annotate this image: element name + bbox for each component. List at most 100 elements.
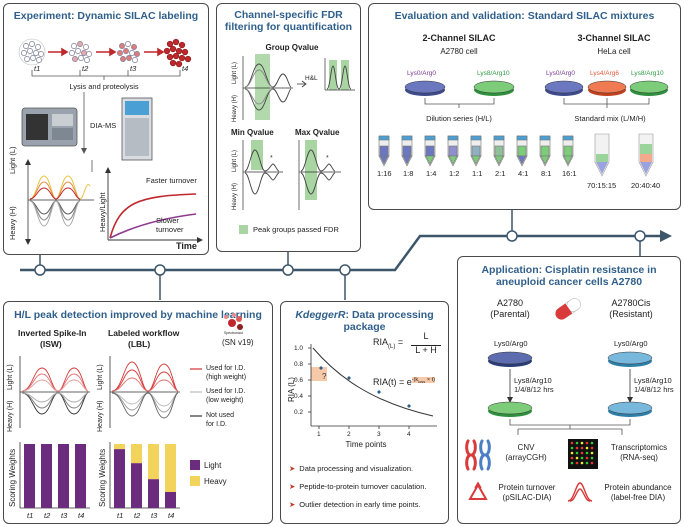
dilution-series-label: Dilution series (H/L) bbox=[426, 114, 492, 123]
chromosome-icon bbox=[465, 439, 491, 471]
ratio-axis-label: Heavy/Light bbox=[98, 192, 107, 232]
recycle-icon bbox=[468, 481, 488, 500]
fdr-title-line1: Channel-specific FDR bbox=[234, 9, 343, 21]
legend-low-weight-1: Used for I.D. bbox=[206, 388, 246, 395]
legend-not-used-2: for I.D. bbox=[206, 421, 228, 428]
ratio-label: 2:1 bbox=[495, 169, 506, 178]
timeline-node bbox=[339, 264, 351, 276]
lbl-light-bar bbox=[165, 492, 176, 508]
fdr-peaks: * * bbox=[239, 54, 355, 234]
ria-y-tick: 0.2 bbox=[294, 409, 304, 416]
timeline-node bbox=[154, 264, 166, 276]
time-label-t2: t2 bbox=[82, 64, 89, 73]
cnv-sub: (arrayCGH) bbox=[505, 453, 547, 462]
lys4-label-3ch: Lys4/Arg6 bbox=[590, 70, 620, 77]
lbl-time-label: t2 bbox=[134, 511, 141, 520]
ratio-label: 1:2 bbox=[449, 169, 460, 178]
lbl-light-bar bbox=[131, 463, 142, 508]
isw-label: Inverted Spike-In bbox=[18, 328, 87, 338]
ria-x-tick: 4 bbox=[407, 431, 411, 438]
ratio-label: 16:1 bbox=[562, 169, 577, 178]
hrs-label: 1/4/8/12 hrs bbox=[514, 385, 554, 394]
ria-eq-denominator: L + H bbox=[411, 345, 441, 355]
max-qvalue-label: Max Qvalue bbox=[295, 128, 340, 137]
legend-light-swatch bbox=[190, 460, 200, 470]
timeline-node bbox=[506, 230, 518, 242]
ml-xic-plots bbox=[19, 356, 202, 428]
bullet-arrow-icon: ➤ bbox=[289, 500, 296, 509]
cisplatin-pill-icon bbox=[555, 298, 581, 320]
lys0-label: Lys0/Arg0 bbox=[494, 339, 528, 348]
ria-y-tick: 0.6 bbox=[294, 377, 304, 384]
ria-xlabel: Time points bbox=[345, 440, 387, 449]
bullet-arrow-icon: ➤ bbox=[289, 464, 296, 473]
panel-kdeggerr: KdeggerR: Data processing package RIA(L)… bbox=[280, 301, 449, 524]
legend-heavy-swatch bbox=[190, 476, 200, 486]
xic-plot bbox=[25, 159, 94, 245]
isw-time-label: t1 bbox=[27, 511, 34, 520]
lbl-heavy-bar bbox=[131, 444, 142, 464]
culture-dishes bbox=[378, 80, 669, 177]
transcriptomics-sub: (RNA-seq) bbox=[620, 453, 658, 462]
lys8-label-3ch: Lys8/Arg10 bbox=[631, 70, 664, 77]
three-channel-label: 3-Channel SILAC bbox=[577, 33, 651, 43]
isw-time-label: t4 bbox=[78, 511, 85, 520]
kdeggerr-title: KdeggerR: Data processing package bbox=[281, 309, 448, 333]
turnover-plot bbox=[105, 167, 203, 243]
mix-ratio-label: 20:40:40 bbox=[631, 181, 661, 190]
protein-abundance-sub: (label-free DIA) bbox=[610, 493, 666, 502]
hl-label: H&L bbox=[305, 75, 318, 82]
lbl-light-bar bbox=[148, 479, 159, 508]
isw-light-bar bbox=[75, 444, 86, 508]
ria-x-tick: 1 bbox=[317, 431, 321, 438]
cell-clusters bbox=[18, 38, 192, 80]
resistant-label: (Resistant) bbox=[609, 309, 653, 319]
panel-evaluation: Evaluation and validation: Standard SILA… bbox=[368, 3, 681, 210]
lys8-label-2ch: Lys8/Arg10 bbox=[477, 70, 510, 77]
ratio-label: 1:8 bbox=[403, 169, 414, 178]
isw-light-bar bbox=[24, 444, 35, 508]
standard-mix-tubes bbox=[594, 133, 654, 177]
bullet-arrow-icon: ➤ bbox=[289, 482, 296, 491]
kdeggerr-name: KdeggerR bbox=[295, 309, 346, 321]
dia-ms-label: DIA-MS bbox=[90, 121, 117, 130]
lbl-time-label: t1 bbox=[117, 511, 124, 520]
isw-time-label: t3 bbox=[61, 511, 68, 520]
lbl-time-label: t4 bbox=[168, 511, 175, 520]
ria-y-tick: 0.8 bbox=[294, 361, 304, 368]
legend-high-weight-1: Used for I.D. bbox=[206, 365, 246, 372]
lys0-label: Lys0/Arg0 bbox=[614, 339, 648, 348]
ratio-label: 1:1 bbox=[472, 169, 483, 178]
legend-high-weight-2: (high weight) bbox=[206, 374, 247, 381]
mass-spec-instrument bbox=[21, 92, 153, 161]
application-title-line1: Application: Cisplatin resistance in bbox=[481, 264, 657, 276]
ria-eq-lhs-text: RIA bbox=[373, 337, 389, 347]
hrs-label: 1/4/8/12 hrs bbox=[634, 385, 674, 394]
ria-plot bbox=[308, 344, 437, 429]
bullet-item: ➤Data processing and visualization. bbox=[289, 464, 414, 473]
ratio-label: 4:1 bbox=[518, 169, 529, 178]
a2780cis-label: A2780Cis bbox=[611, 298, 651, 308]
timeline-line bbox=[20, 234, 660, 272]
ria-y-tick: 1.0 bbox=[294, 345, 304, 352]
a2780-label: A2780 bbox=[496, 298, 524, 308]
a2780-cell-label: A2780 cell bbox=[440, 47, 478, 56]
hela-cell-label: HeLa cell bbox=[597, 47, 631, 56]
time-label-t3: t3 bbox=[130, 64, 137, 73]
faster-turnover-label: Faster turnover bbox=[146, 176, 197, 185]
abundance-peak-icon bbox=[567, 482, 593, 502]
lbl-heavy-bar bbox=[165, 444, 176, 492]
experiment-title: Experiment: Dynamic SILAC labeling bbox=[13, 10, 199, 22]
panel-application: Application: Cisplatin resistance in ane… bbox=[457, 256, 681, 524]
isw-time-label: t2 bbox=[44, 511, 51, 520]
timeline-arrowhead bbox=[660, 230, 672, 242]
bullet-item: ➤Peptide-to-protein turnover caculation. bbox=[289, 482, 427, 491]
lys8-label: Lys8/Arg10 bbox=[634, 376, 672, 385]
evaluation-title: Evaluation and validation: Standard SILA… bbox=[394, 10, 655, 22]
fdr-legend-label: Peak groups passed FDR bbox=[253, 225, 339, 234]
legend-heavy-label: Heavy bbox=[204, 477, 227, 486]
isw-abbr: (ISW) bbox=[40, 339, 62, 349]
svg-text:*: * bbox=[270, 155, 273, 162]
isw-light-bar bbox=[41, 444, 52, 508]
panel-ml: H/L peak detection improved by machine l… bbox=[3, 301, 273, 524]
